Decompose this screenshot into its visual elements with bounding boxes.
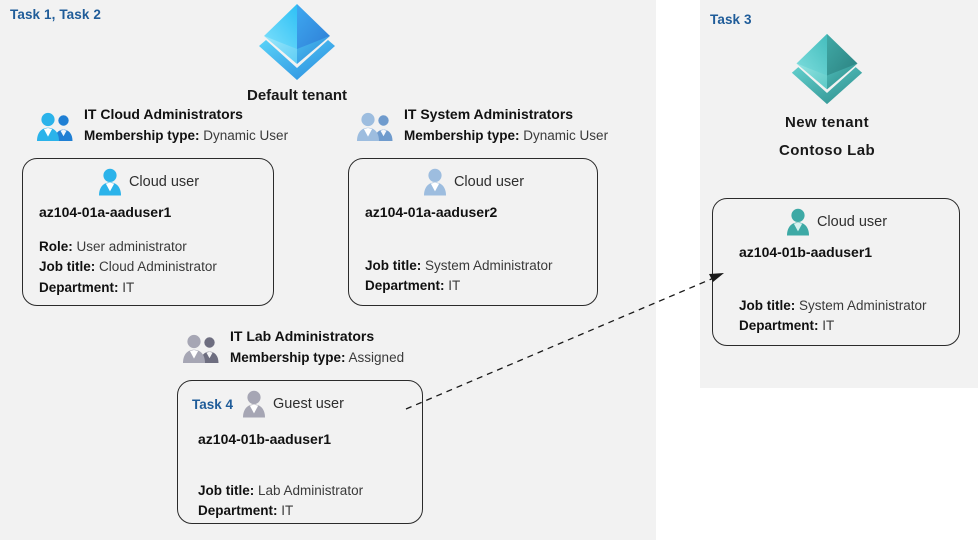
property-label: Role:: [39, 239, 73, 254]
property-row: Job title: Lab Administrator: [198, 481, 422, 501]
property-row: Job title: System Administrator: [365, 256, 597, 276]
property-label: Department:: [39, 279, 119, 295]
default-tenant-name: Default tenant: [246, 87, 347, 104]
property-value: Lab Administrator: [258, 483, 364, 498]
membership-type-value: Dynamic User: [523, 128, 609, 143]
user-group-icon: [357, 112, 393, 141]
group-name-cloud-admins: IT Cloud Administrators: [84, 106, 243, 122]
property-label: Department:: [365, 278, 445, 294]
card-header: Cloud user: [23, 159, 273, 199]
user-type-label: Guest user: [273, 396, 344, 412]
card-header: Cloud user: [349, 159, 597, 199]
property-row: Job title: Cloud Administrator: [39, 257, 273, 277]
new-tenant-name-line2: Contoso Lab: [778, 141, 876, 159]
property-row: Job title: System Administrator: [739, 296, 959, 316]
task-label-1-2: Task 1, Task 2: [10, 7, 101, 22]
user-properties: Job title: Lab Administrator Department:…: [178, 481, 422, 522]
user-card-guest-user[interactable]: Task 4 Guest user az104-01b-aaduser1 Job…: [177, 380, 423, 524]
membership-type-label: Membership type:: [230, 350, 346, 365]
new-tenant-block: New tenant Contoso Lab: [752, 32, 902, 162]
task-label-4: Task 4: [192, 396, 234, 412]
user-principal-name: az104-01a-aaduser2: [365, 204, 498, 220]
property-label: Job title:: [198, 483, 255, 498]
property-value: IT: [822, 318, 835, 334]
property-row: Department: IT: [365, 276, 597, 296]
membership-type-value: Dynamic User: [203, 128, 289, 143]
azure-ad-tenant-icon: [259, 4, 335, 80]
user-card-new-tenant-aaduser1[interactable]: Cloud user az104-01b-aaduser1 Job title:…: [712, 198, 960, 346]
user-type-label: Cloud user: [453, 174, 525, 190]
property-value: IT: [281, 503, 294, 519]
property-value: Cloud Administrator: [99, 259, 217, 275]
property-row: Department: IT: [198, 501, 422, 521]
user-properties: Job title: System Administrator Departme…: [349, 256, 597, 297]
default-tenant-block: Default tenant: [222, 2, 372, 107]
membership-type-label: Membership type:: [84, 128, 200, 143]
membership-type-value: Assigned: [348, 350, 405, 365]
property-label: Job title:: [39, 259, 96, 275]
group-membership-cloud-admins: Membership type: Dynamic User: [84, 126, 288, 147]
user-type-label: Cloud user: [128, 174, 200, 190]
user-card-aaduser2[interactable]: Cloud user az104-01a-aaduser2 Job title:…: [348, 158, 598, 306]
membership-type-label: Membership type:: [404, 128, 520, 143]
group-membership-lab-admins: Membership type: Assigned: [230, 348, 404, 369]
property-row: Department: IT: [739, 316, 959, 336]
card-header: Task 4 Guest user: [178, 381, 422, 421]
user-icon: [423, 168, 446, 196]
user-group-icon: [37, 112, 73, 141]
group-name-lab-admins: IT Lab Administrators: [230, 328, 375, 344]
user-principal-name: az104-01b-aaduser1: [198, 431, 332, 447]
user-icon: [786, 208, 809, 236]
property-label: Job title:: [365, 258, 422, 273]
property-label: Job title:: [739, 298, 796, 313]
user-icon: [98, 168, 121, 196]
user-card-aaduser1[interactable]: Cloud user az104-01a-aaduser1 Role: User…: [22, 158, 274, 306]
task-label-3: Task 3: [710, 12, 752, 27]
group-name-system-admins: IT System Administrators: [404, 106, 574, 122]
azure-ad-tenant-icon: [791, 33, 863, 105]
property-row: Role: User administrator: [39, 237, 273, 257]
guest-user-icon: [243, 390, 266, 418]
group-header-cloud-admins: IT Cloud Administrators Membership type:…: [36, 104, 288, 147]
card-header: Cloud user: [713, 199, 959, 239]
property-row: Department: IT: [39, 278, 273, 298]
property-label: Department:: [198, 503, 278, 519]
property-value: IT: [448, 278, 461, 294]
property-value: User administrator: [76, 239, 187, 254]
user-principal-name: az104-01b-aaduser1: [739, 244, 873, 260]
property-label: Department:: [739, 318, 819, 334]
group-header-system-admins: IT System Administrators Membership type…: [356, 104, 608, 147]
property-value: IT: [122, 279, 135, 295]
property-value: System Administrator: [799, 298, 927, 313]
user-properties: Job title: System Administrator Departme…: [713, 296, 959, 337]
user-properties: Role: User administrator Job title: Clou…: [23, 237, 273, 298]
group-header-lab-admins: IT Lab Administrators Membership type: A…: [182, 326, 404, 369]
new-tenant-name-line1: New tenant: [784, 114, 869, 131]
user-principal-name: az104-01a-aaduser1: [39, 204, 172, 220]
property-value: System Administrator: [425, 258, 553, 273]
group-membership-system-admins: Membership type: Dynamic User: [404, 126, 608, 147]
user-type-label: Cloud user: [816, 214, 888, 230]
user-group-icon: [183, 334, 219, 363]
